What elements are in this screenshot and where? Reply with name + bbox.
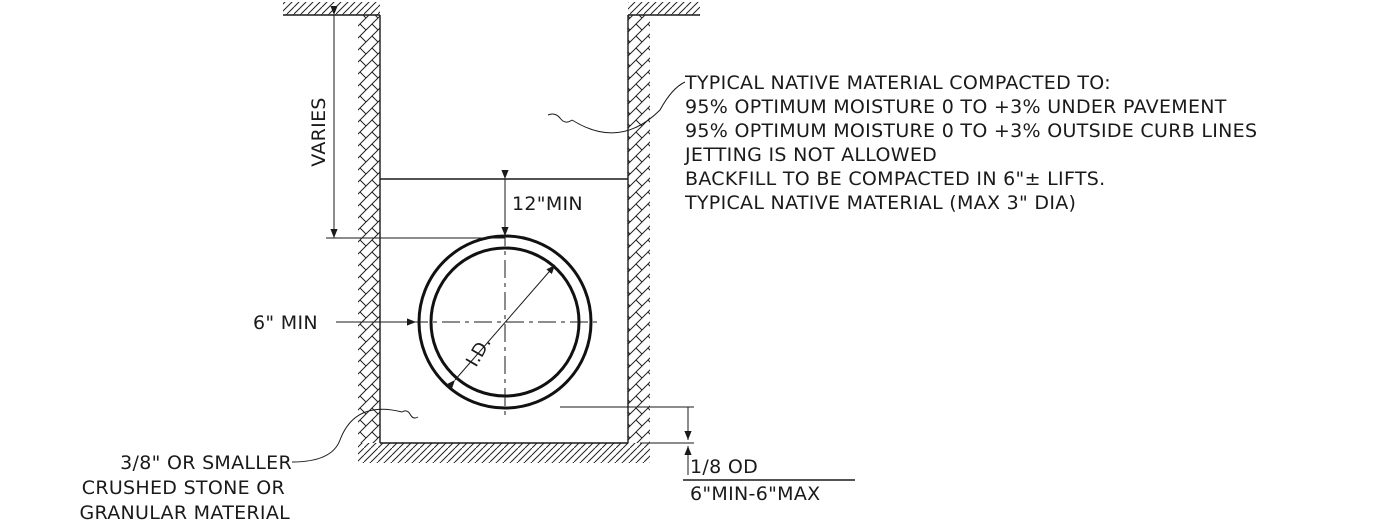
note-line-5: BACKFILL TO BE COMPACTED IN 6"± LIFTS.	[685, 168, 1105, 190]
bedding-note-line-2: CRUSHED STONE OR	[82, 477, 285, 499]
bedding-note-leader	[291, 408, 419, 463]
trench-wall-left	[358, 15, 381, 443]
pipe	[410, 228, 600, 418]
note-line-4: JETTING IS NOT ALLOWED	[684, 144, 937, 166]
backfill-note-leader	[547, 81, 686, 134]
trench-bottom	[358, 442, 650, 463]
side-min-label: 6" MIN	[253, 312, 318, 334]
compaction-notes: TYPICAL NATIVE MATERIAL COMPACTED TO: 95…	[684, 72, 1257, 214]
bedding-dimension	[560, 406, 855, 481]
varies-label: VARIES	[308, 97, 330, 166]
bedding-note-line-3: GRANULAR MATERIAL	[79, 502, 290, 521]
trench-wall-right	[627, 15, 650, 443]
bedding-material-note: 3/8" OR SMALLER CRUSHED STONE OR GRANULA…	[79, 452, 292, 521]
note-line-1: TYPICAL NATIVE MATERIAL COMPACTED TO:	[684, 72, 1111, 94]
ground-surface-left	[283, 2, 380, 16]
bedding-top-label: 1/8 OD	[690, 456, 758, 478]
cover-min-label: 12"MIN	[512, 193, 583, 215]
ground-surface-right	[628, 2, 700, 16]
note-line-2: 95% OPTIMUM MOISTURE 0 TO +3% UNDER PAVE…	[685, 96, 1227, 118]
note-line-6: TYPICAL NATIVE MATERIAL (MAX 3" DIA)	[684, 192, 1076, 214]
bedding-note-line-1: 3/8" OR SMALLER	[120, 452, 292, 474]
varies-dimension	[326, 6, 505, 239]
pipe-id-dimension-line	[446, 264, 556, 390]
bedding-bottom-label: 6"MIN-6"MAX	[690, 483, 820, 505]
note-line-3: 95% OPTIMUM MOISTURE 0 TO +3% OUTSIDE CU…	[685, 120, 1257, 142]
